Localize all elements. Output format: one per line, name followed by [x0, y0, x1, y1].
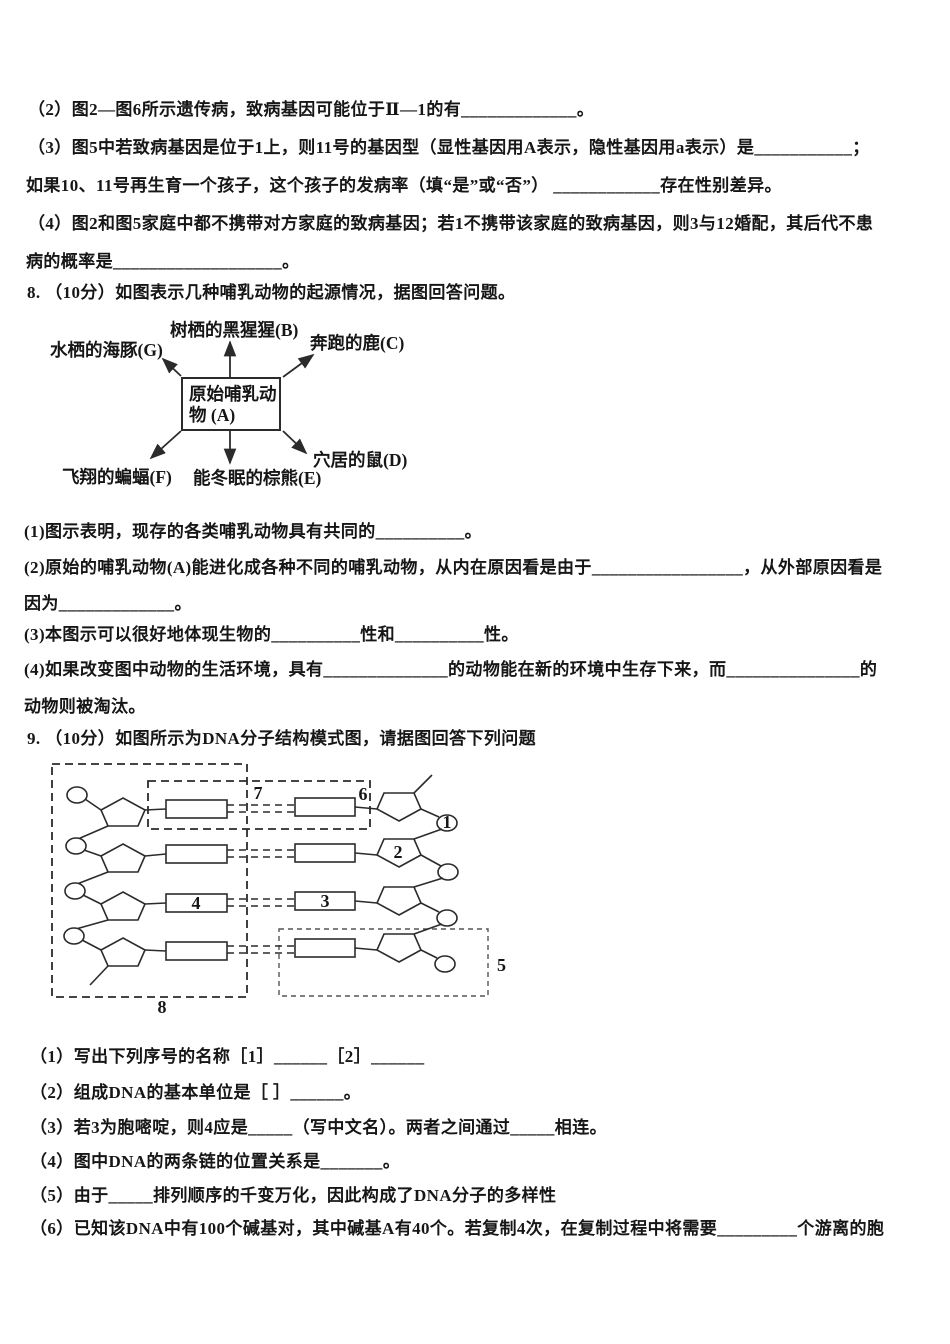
question-heading: 8. （10分）如图表示几种哺乳动物的起源情况，据图回答问题。	[27, 283, 516, 302]
sugar-base-link	[144, 808, 167, 811]
arrow-to-g	[161, 357, 182, 377]
backbone-line	[75, 919, 109, 930]
origin-box-text-line2: 物 (A)	[189, 405, 235, 425]
question-line: （4）图2和图5家庭中都不携带对方家庭的致病基因；若1不携带该家庭的致病基因，则…	[28, 214, 874, 233]
strand-box-8	[51, 763, 248, 998]
deoxyribose-pentagon	[375, 886, 423, 916]
backbone-line	[81, 939, 102, 951]
question-line: (1)图示表明，现存的各类哺乳动物具有共同的__________。	[24, 522, 483, 541]
sugar-base-link	[354, 947, 378, 951]
question-line: （4）图中DNA的两条链的位置关系是_______。	[30, 1152, 401, 1171]
backbone-line	[83, 849, 102, 857]
animal-label-c: 奔跑的鹿(C)	[309, 333, 404, 353]
dna-left-strand	[63, 786, 228, 986]
dna-structure-diagram: 1 2 3 4 5 6 7 8	[51, 763, 506, 1017]
dna-label-7: 7	[254, 783, 263, 803]
deoxyribose-pentagon	[99, 937, 147, 967]
animal-label-d: 穴居的鼠(D)	[313, 450, 407, 470]
backbone-line	[420, 949, 438, 959]
question-line: （5）由于_____排列顺序的千变万化，因此构成了DNA分子的多样性	[30, 1186, 557, 1205]
backbone-line	[413, 828, 443, 840]
backbone-line	[77, 825, 109, 840]
sugar-base-link	[144, 853, 167, 857]
origin-arrows	[149, 340, 315, 465]
dna-label-4: 4	[192, 893, 201, 913]
deoxyribose-pentagon	[375, 792, 423, 822]
backbone-line	[420, 808, 440, 818]
animal-label-e: 能冬眠的棕熊(E)	[193, 468, 321, 488]
animal-label-g: 水栖的海豚(G)	[50, 340, 163, 360]
sugar-base-link	[354, 806, 378, 810]
backbone-line	[413, 923, 443, 935]
backbone-line	[84, 798, 102, 811]
base-pair-box-6	[147, 780, 371, 830]
phosphate-circle	[63, 927, 85, 945]
base-rect	[165, 799, 228, 819]
sugar-base-link	[144, 949, 167, 952]
question-line: (3)本图示可以很好地体现生物的__________性和__________性。	[24, 625, 519, 644]
question-line: (2)原始的哺乳动物(A)能进化成各种不同的哺乳动物，从内在原因看是由于____…	[24, 558, 883, 577]
mammal-origin-diagram: 原始哺乳动 物 (A) 树栖的黑猩猩(B) 奔跑的鹿(C) 水栖的海豚(G) 穴…	[50, 320, 407, 488]
animal-label-b: 树栖的黑猩猩(B)	[170, 320, 298, 340]
dna-label-2: 2	[394, 842, 403, 862]
deoxyribose-pentagon	[99, 891, 147, 921]
origin-box	[181, 377, 281, 431]
dna-label-5: 5	[497, 955, 506, 975]
base-rect-4	[165, 893, 228, 913]
origin-box-text-line1: 原始哺乳动	[189, 384, 277, 404]
deoxyribose-pentagon-2	[375, 838, 423, 868]
phosphate-circle	[436, 909, 458, 927]
question-line: （2）图2—图6所示遗传病，致病基因可能位于Ⅱ—1的有_____________…	[28, 100, 595, 119]
backbone-line	[76, 871, 109, 885]
question-line: 病的概率是___________________。	[26, 252, 300, 271]
base-rect	[294, 843, 356, 863]
arrow-to-f	[149, 430, 182, 460]
deoxyribose-pentagon	[99, 843, 147, 873]
hydrogen-bonds	[227, 804, 295, 954]
arrow-to-c	[282, 353, 315, 378]
base-rect	[294, 797, 356, 817]
arrow-to-d	[282, 430, 308, 455]
dna-label-8: 8	[158, 997, 167, 1017]
dna-label-1: 1	[443, 812, 452, 832]
base-rect	[294, 938, 356, 958]
dna-right-strand	[294, 774, 459, 973]
strand-continuation-line	[89, 965, 109, 986]
animal-label-f: 飞翔的蝙蝠(F)	[62, 467, 172, 487]
phosphate-circle	[64, 882, 86, 900]
sugar-base-link	[144, 902, 167, 905]
phosphate-circle	[437, 863, 459, 881]
sugar-base-link	[354, 900, 378, 904]
question-line: （3）若3为胞嘧啶，则4应是_____（写中文名）。两者之间通过_____相连。	[30, 1118, 607, 1137]
question-line: 因为_____________。	[24, 594, 192, 613]
backbone-line	[420, 902, 440, 913]
phosphate-circle	[65, 837, 87, 855]
nucleotide-box-5	[278, 928, 489, 997]
backbone-line	[413, 877, 444, 888]
question-line: 动物则被淘汰。	[24, 697, 146, 716]
question-heading: 9. （10分）如图所示为DNA分子结构模式图，请据图回答下列问题	[27, 729, 537, 748]
phosphate-circle	[434, 955, 456, 973]
dna-label-3: 3	[321, 891, 330, 911]
phosphate-circle-1	[436, 814, 458, 832]
phosphate-circle	[66, 786, 88, 804]
question-line: (4)如果改变图中动物的生活环境，具有______________的动物能在新的…	[24, 660, 878, 679]
deoxyribose-pentagon	[375, 933, 423, 963]
strand-continuation-line	[413, 774, 433, 794]
sugar-base-link	[354, 852, 378, 856]
question-line: （1）写出下列序号的名称［1］______［2］______	[30, 1047, 425, 1066]
dna-label-6: 6	[359, 784, 368, 804]
base-rect	[165, 844, 228, 864]
question-line: （2）组成DNA的基本单位是［ ］______。	[30, 1083, 362, 1102]
backbone-line	[82, 894, 102, 905]
deoxyribose-pentagon	[99, 797, 147, 827]
question-line: （6）已知该DNA中有100个碱基对，其中碱基A有40个。若复制4次，在复制过程…	[30, 1219, 885, 1238]
backbone-line	[420, 854, 442, 867]
base-rect	[165, 941, 228, 961]
question-line: 如果10、11号再生育一个孩子，这个孩子的发病率（填“是”或“否”） _____…	[26, 176, 782, 195]
question-line: （3）图5中若致病基因是位于1上，则11号的基因型（显性基因用A表示，隐性基因用…	[28, 138, 870, 157]
